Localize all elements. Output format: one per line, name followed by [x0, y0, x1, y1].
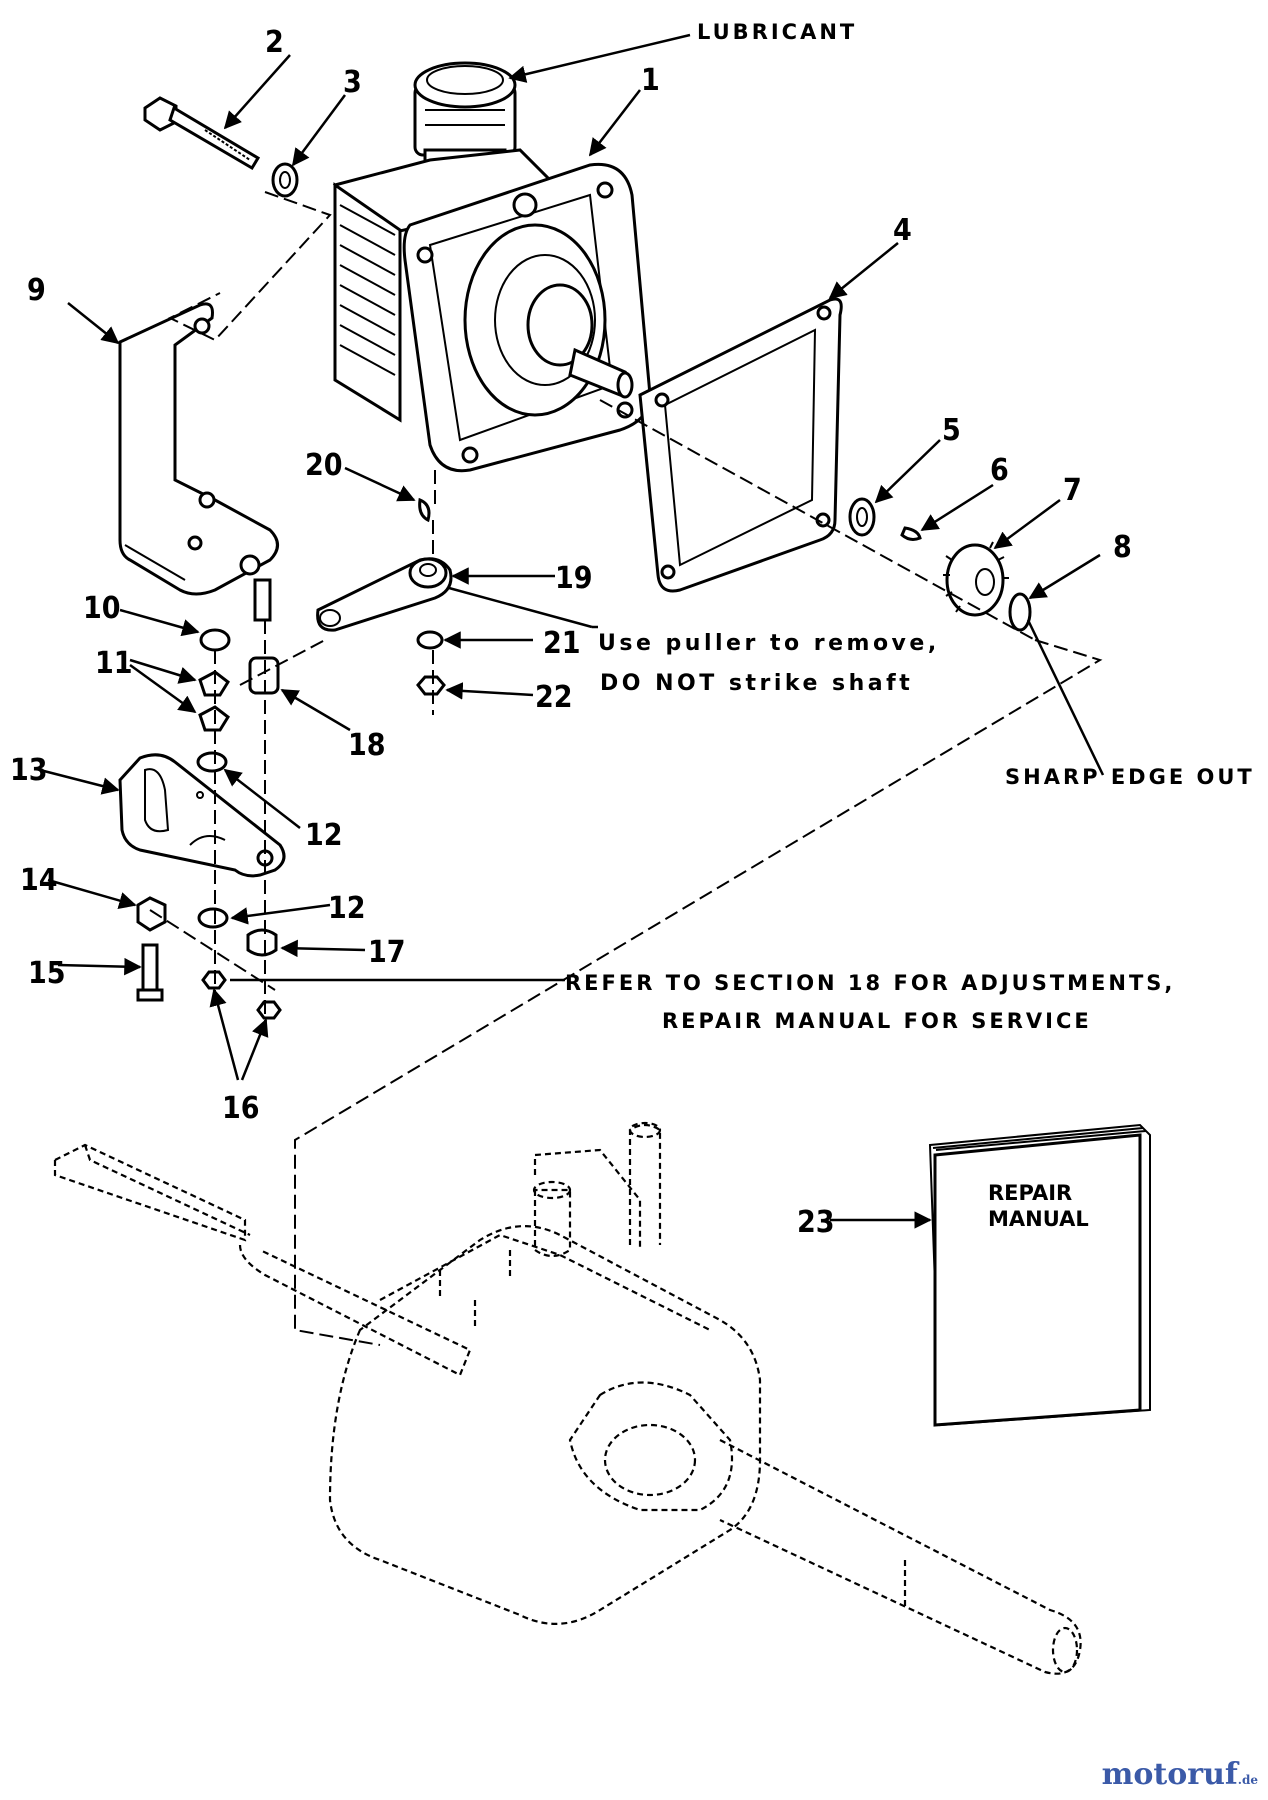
gear-7	[943, 541, 1009, 617]
note-puller-line2: DO NOT strike shaft	[600, 671, 913, 696]
callout-12a: 12	[305, 818, 343, 853]
washer-21	[416, 630, 444, 650]
bracket-9	[118, 302, 279, 622]
callout-17: 17	[368, 935, 406, 970]
callout-22: 22	[535, 680, 573, 715]
nut-14	[136, 896, 167, 932]
callout-1: 1	[641, 63, 660, 98]
callout-14: 14	[20, 863, 58, 898]
callout-2: 2	[265, 25, 284, 60]
manual-title-line1: REPAIR	[988, 1181, 1072, 1205]
note-refer-line1: REFER TO SECTION 18 FOR ADJUSTMENTS,	[565, 971, 1175, 995]
callout-7: 7	[1063, 473, 1082, 508]
transaxle-outline	[53, 1121, 1082, 1675]
spacer-10	[199, 628, 231, 652]
watermark-brand: motoruf	[1101, 1757, 1238, 1792]
key-20	[418, 497, 431, 523]
key-6	[900, 526, 922, 541]
callout-19: 19	[555, 561, 593, 596]
callout-12b: 12	[328, 891, 366, 926]
spacer-17	[246, 928, 278, 957]
watermark-tld: .de	[1237, 1773, 1258, 1787]
watermark-logo: motoruf.de	[1102, 1757, 1258, 1792]
diagram-notes: LUBRICANT Use puller to remove, DO NOT s…	[565, 20, 1255, 1033]
hydro-pump-assembly	[332, 61, 652, 473]
alignment-lines	[149, 191, 1103, 1346]
washer-3	[271, 162, 299, 198]
callout-23: 23	[797, 1205, 835, 1240]
callout-21: 21	[543, 626, 581, 661]
note-puller-line1: Use puller to remove,	[598, 631, 940, 656]
callout-10: 10	[83, 591, 121, 626]
callout-numbers: 2 3 1 4 9 5 6 7 8 20 19 21 22 10 11 18 1…	[10, 25, 1132, 1240]
callout-18: 18	[348, 728, 386, 763]
control-plate-13	[118, 753, 286, 878]
pump-shaft	[568, 347, 634, 399]
gasket	[638, 297, 843, 593]
nut-16b	[256, 1000, 282, 1020]
washer-12b	[197, 907, 229, 929]
manual-title-line2: MANUAL	[988, 1207, 1089, 1231]
callout-5: 5	[942, 413, 961, 448]
note-lubricant: LUBRICANT	[697, 20, 857, 44]
callout-16: 16	[222, 1091, 260, 1126]
callout-15: 15	[28, 956, 66, 991]
nut-22	[416, 675, 446, 696]
callout-3: 3	[343, 65, 362, 100]
bolt-2	[143, 96, 261, 171]
retaining-ring-8	[1008, 592, 1032, 632]
callout-9: 9	[27, 273, 46, 308]
callout-6: 6	[990, 453, 1009, 488]
repair-manual-23: REPAIR MANUAL	[928, 1123, 1151, 1427]
leader-arrows	[39, 33, 1105, 1229]
pump-cooling-fins	[332, 148, 563, 423]
note-refer-line2: REPAIR MANUAL FOR SERVICE	[662, 1009, 1092, 1033]
callout-8: 8	[1113, 530, 1132, 565]
washer-12a	[196, 751, 228, 773]
seal-5	[848, 497, 876, 537]
callout-11: 11	[95, 646, 133, 681]
bolt-15	[136, 943, 164, 1002]
callout-4: 4	[893, 213, 912, 248]
control-arm-19	[316, 557, 453, 632]
callout-13: 13	[10, 753, 48, 788]
note-sharp-edge: SHARP EDGE OUT	[1005, 765, 1255, 789]
callout-20: 20	[305, 448, 343, 483]
